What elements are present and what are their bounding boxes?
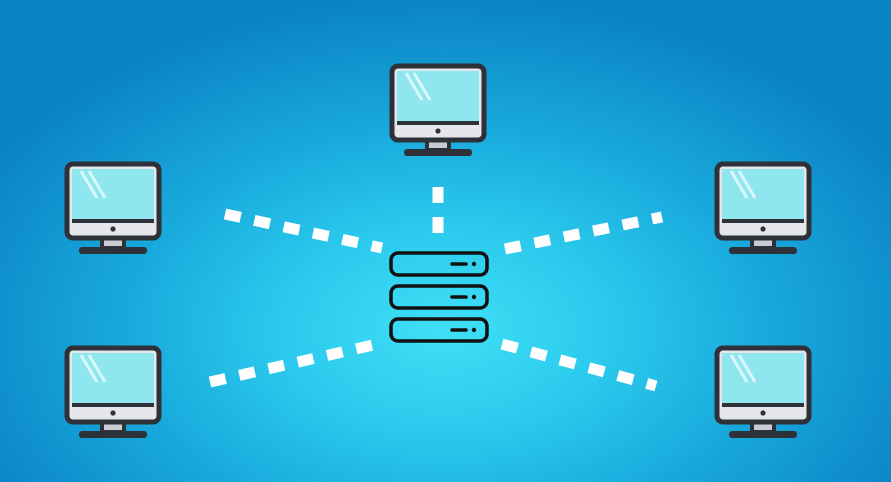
desktop-monitor-icon <box>392 66 484 156</box>
desktop-monitor-icon <box>717 164 809 254</box>
server-rack-icon <box>389 251 489 343</box>
connection-lower-left <box>208 337 384 388</box>
desktop-monitor-icon <box>67 348 159 438</box>
desktop-monitor-icon <box>67 164 159 254</box>
connection-lower-right <box>500 338 658 392</box>
connection-upper-left <box>223 208 384 254</box>
connection-upper-right <box>503 211 664 255</box>
connections <box>208 187 664 392</box>
desktop-monitor-icon <box>717 348 809 438</box>
